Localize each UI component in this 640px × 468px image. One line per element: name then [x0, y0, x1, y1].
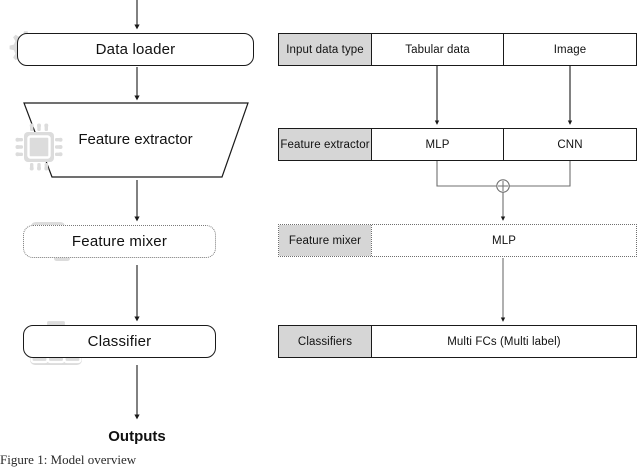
table-row-header: Classifiers: [279, 326, 371, 357]
pipeline-stage-label: Feature extractor: [78, 130, 193, 148]
table-cell-cnn: CNN: [503, 129, 636, 160]
table-row-header: Feature mixer: [279, 225, 371, 256]
table-row-input-data-type: Input data type Tabular data Image: [278, 33, 637, 66]
table-row-header: Feature extractor: [279, 129, 371, 160]
table-row-header: Input data type: [279, 34, 371, 65]
pipeline-stage-feature-mixer[interactable]: Feature mixer: [23, 225, 216, 258]
pipeline-stage-classifier[interactable]: Classifier: [23, 325, 216, 358]
table-cell-mlp: MLP: [371, 129, 503, 160]
table-cell-mixer-mlp: MLP: [371, 225, 636, 256]
pipeline-stage-feature-extractor-label: Feature extractor: [17, 127, 254, 151]
table-cell-multi-fcs: Multi FCs (Multi label): [371, 326, 636, 357]
table-row-classifiers: Classifiers Multi FCs (Multi label): [278, 325, 637, 358]
pipeline-stage-label: Data loader: [95, 41, 176, 58]
table-row-feature-mixer: Feature mixer MLP: [278, 224, 637, 257]
table-cell-image: Image: [503, 34, 636, 65]
table-row-feature-extractor: Feature extractor MLP CNN: [278, 128, 637, 161]
pipeline-terminal-outputs: Outputs: [108, 428, 166, 445]
pipeline-stage-data-loader[interactable]: Data loader: [17, 33, 254, 66]
figure-caption: Figure 1: Model overview: [0, 452, 137, 467]
table-cell-tabular-data: Tabular data: [371, 34, 503, 65]
pipeline-stage-label: Classifier: [87, 333, 152, 350]
chip-icon: [10, 118, 68, 176]
pipeline-stage-label: Feature mixer: [71, 233, 168, 250]
